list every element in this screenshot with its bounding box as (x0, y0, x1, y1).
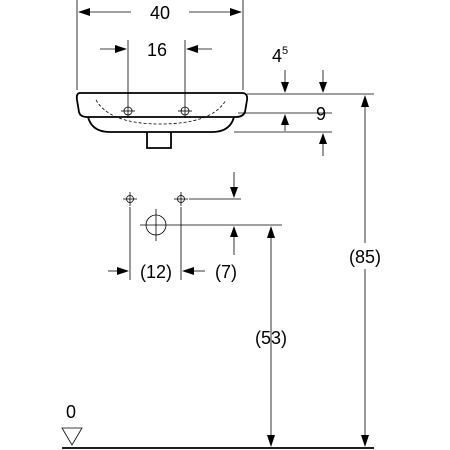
tap-spacing-dimension (100, 40, 212, 104)
fixing-point-left-icon (123, 192, 137, 206)
drain-height-dimension (267, 226, 275, 447)
basin-depth-dimension (234, 112, 332, 156)
drain-outlet-icon (140, 209, 172, 241)
fixing-point-right-icon (174, 192, 188, 206)
tap-spacing-label: 16 (147, 40, 167, 60)
tap-hole-left-icon (121, 104, 135, 118)
basin-width-dimension (76, 0, 244, 90)
rim-offset-dimension (281, 70, 327, 93)
basin-width-label: 40 (150, 3, 170, 23)
rim-height-label-bg (340, 243, 390, 269)
drain-offset-dimension (230, 172, 238, 255)
floor-level-label: 0 (66, 402, 76, 422)
drain-height-label: (53) (255, 328, 287, 348)
rim-offset-label: 45 (272, 45, 288, 66)
fixing-spacing-label: (12) (140, 262, 172, 282)
tap-hole-right-icon (178, 104, 192, 118)
drain-offset-label: (7) (215, 262, 237, 282)
rim-height-label: (85) (349, 247, 381, 267)
basin-outline (75, 92, 249, 149)
floor-level-marker-icon (61, 427, 83, 446)
rim-height-dimension (361, 95, 369, 447)
basin-depth-label: 9 (316, 104, 326, 124)
fixing-spacing-dimension (108, 207, 205, 280)
